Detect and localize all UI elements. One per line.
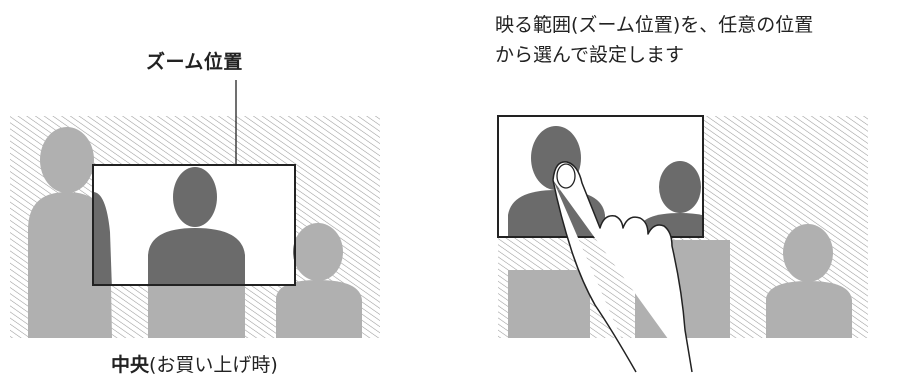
zoom-position-label: ズーム位置 bbox=[146, 51, 243, 73]
description-line-1: 映る範囲(ズーム位置)を、任意の位置 bbox=[495, 14, 814, 36]
pointing-hand-icon bbox=[552, 161, 693, 373]
description-line-2: から選んで設定します bbox=[495, 44, 685, 66]
left-zoom-frame bbox=[92, 164, 296, 286]
left-silhouettes-inside bbox=[93, 167, 295, 285]
right-panel-scene bbox=[497, 115, 868, 373]
left-silhouettes-outside bbox=[28, 127, 362, 338]
left-caption: 中央(お買い上げ時) bbox=[111, 350, 278, 377]
caption-bold-text: 中央 bbox=[111, 354, 150, 376]
fingertip-icon bbox=[556, 163, 576, 189]
left-panel-scene bbox=[10, 80, 380, 338]
caption-rest-text: (お買い上げ時) bbox=[149, 354, 278, 376]
right-description: 映る範囲(ズーム位置)を、任意の位置 から選んで設定します bbox=[495, 10, 899, 70]
